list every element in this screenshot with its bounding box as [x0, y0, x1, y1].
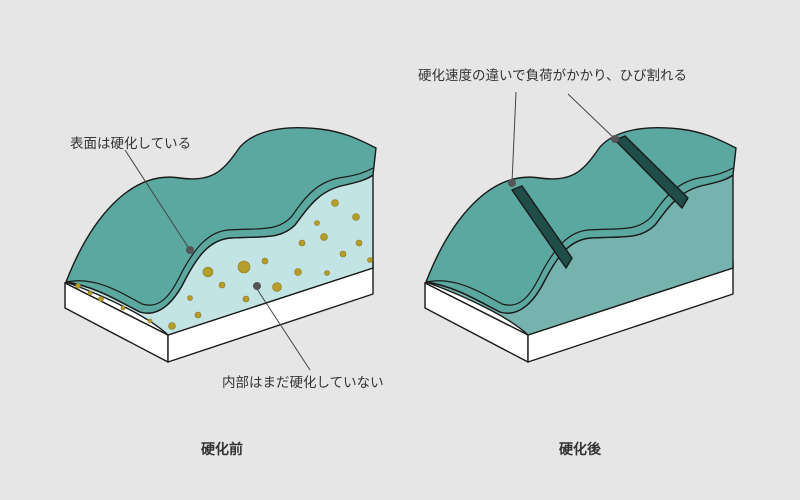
- surface-leader-line: [124, 149, 191, 251]
- label-surface-cured: 表面は硬化している: [70, 136, 191, 152]
- crack-leader-line-left: [511, 91, 517, 184]
- after-curing-illustration: [424, 91, 737, 363]
- cured-surface: [65, 127, 377, 314]
- label-interior-uncured: 内部はまだ硬化していない: [222, 375, 384, 391]
- surface-front-edge: [425, 167, 734, 306]
- crack-right: [614, 135, 689, 209]
- label-cracks: 硬化速度の違いで負荷がかかり、ひび割れる: [418, 67, 687, 84]
- crack-left: [511, 185, 573, 269]
- before-curing-illustration: [64, 127, 377, 371]
- crack-leader-line-right: [567, 93, 616, 140]
- surface-front-edge: [65, 167, 374, 306]
- interior-leader-line: [254, 285, 311, 371]
- interior-leader-dot: [253, 282, 261, 290]
- crack-leader-dot-right: [611, 135, 619, 143]
- uncured-bubbles: [75, 199, 373, 330]
- crack-leader-dot-left: [508, 179, 516, 187]
- surface-leader-dot: [186, 246, 194, 254]
- caption-before-curing: 硬化前: [201, 441, 243, 458]
- caption-after-curing: 硬化後: [559, 441, 602, 458]
